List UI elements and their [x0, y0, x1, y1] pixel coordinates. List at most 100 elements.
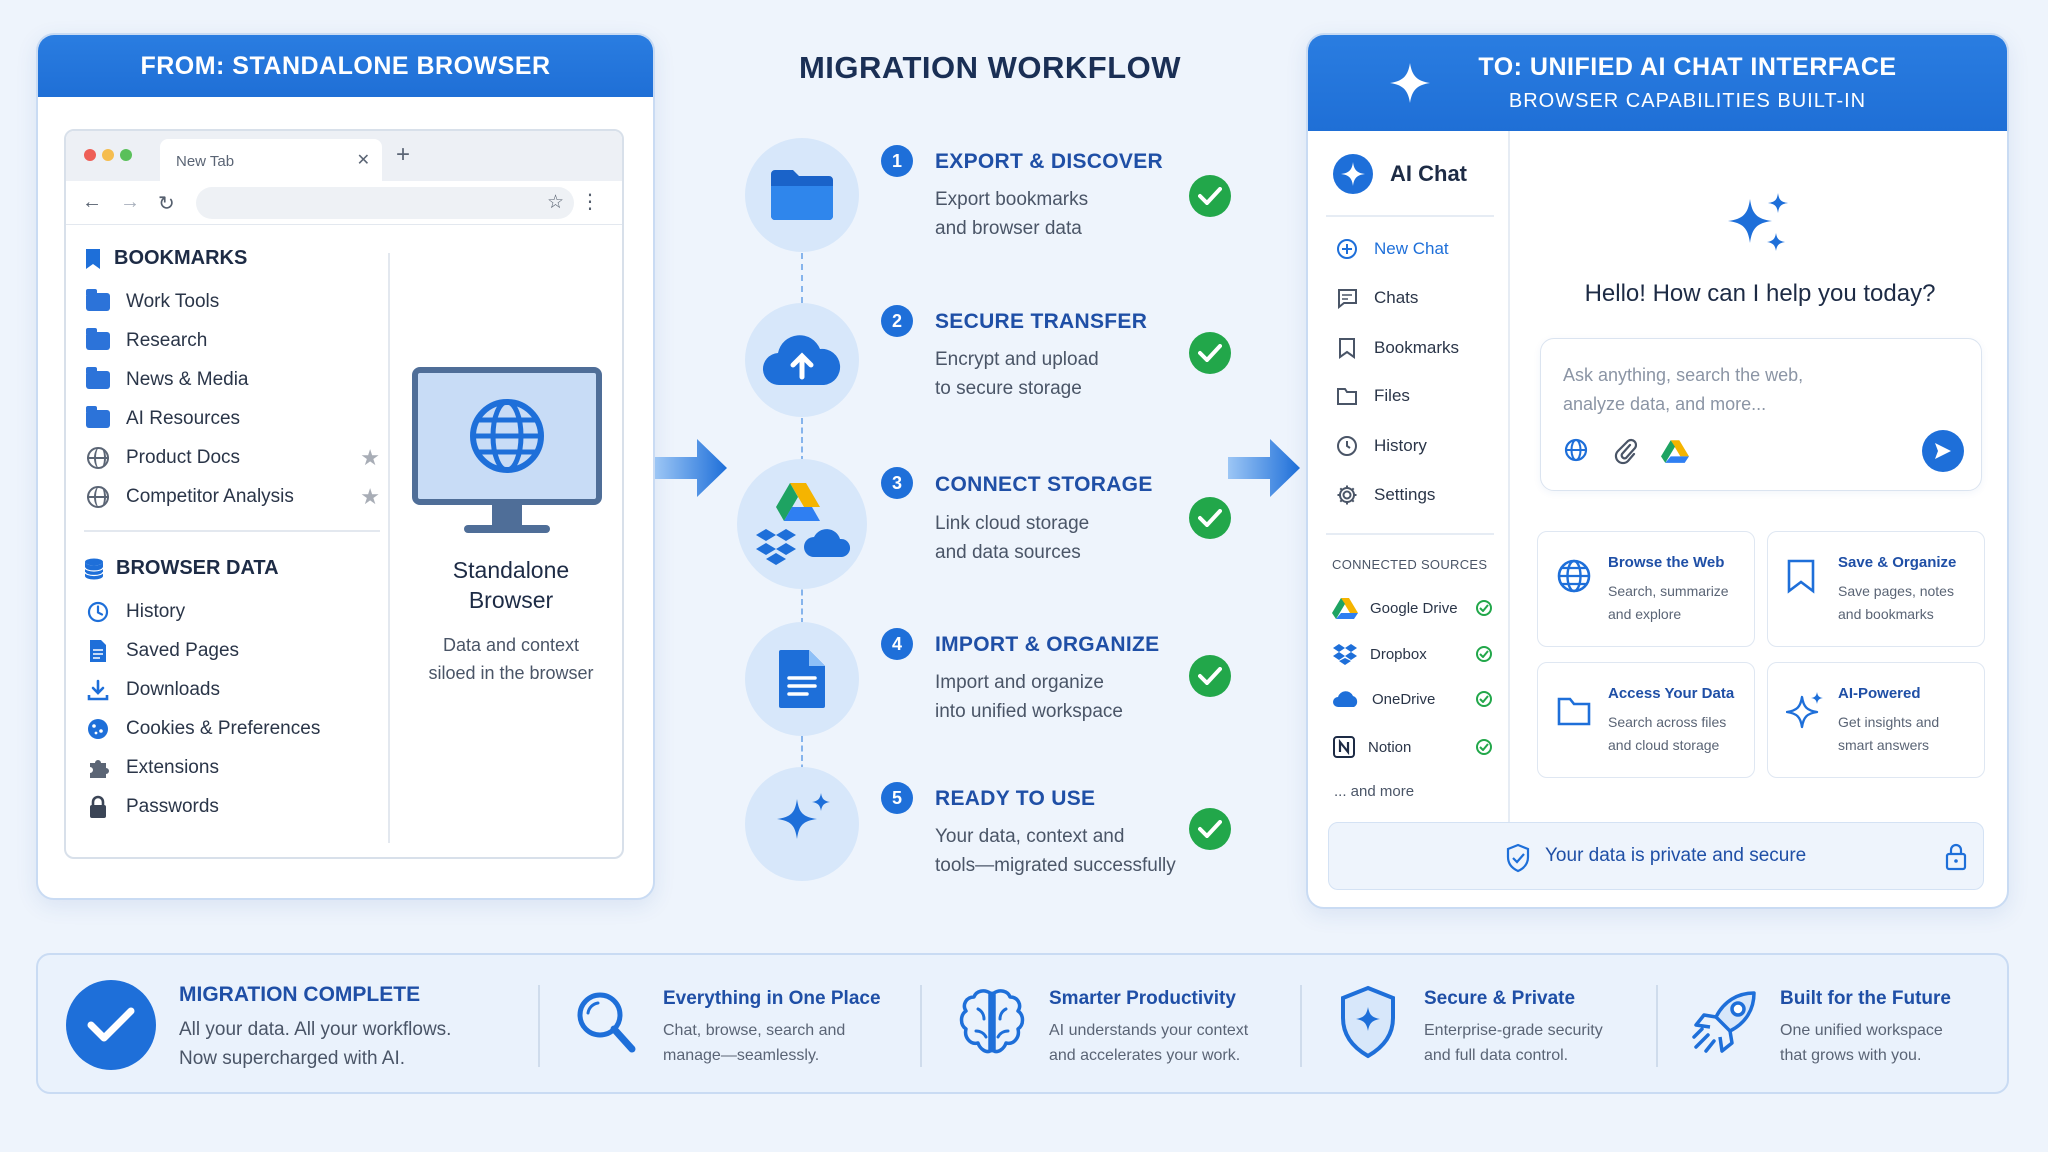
close-icon[interactable]: ✕	[356, 152, 370, 169]
check-icon	[1189, 497, 1231, 539]
cookie-icon	[88, 718, 108, 739]
sidebar-item-new-chat[interactable]: New Chat	[1336, 238, 1449, 260]
sidebar-item-history[interactable]: History	[1336, 435, 1427, 457]
source-dropbox[interactable]: Dropbox	[1332, 643, 1492, 665]
sources-more-link[interactable]: ... and more	[1334, 783, 1415, 800]
monitor-title-line: Browser	[468, 587, 554, 613]
bookmark-item-ai-resources[interactable]: AI Resources	[84, 399, 380, 438]
paperclip-icon[interactable]	[1613, 435, 1637, 465]
new-tab-icon[interactable]: +	[396, 141, 411, 168]
bookmark-label: Work Tools	[126, 290, 220, 312]
monitor-illustration	[412, 367, 602, 543]
feature-description: Search, summarize and explore	[1608, 580, 1748, 626]
star-icon[interactable]: ☆	[546, 192, 564, 213]
chat-input-placeholder[interactable]: Ask anything, search the web, analyze da…	[1563, 361, 1803, 419]
chat-icon	[1338, 289, 1357, 309]
bookmark-item-work-tools[interactable]: Work Tools	[84, 282, 380, 321]
feature-card-access-data[interactable]: Access Your Data Search across files and…	[1537, 662, 1755, 778]
forward-icon[interactable]: →	[120, 191, 140, 213]
close-window-dot[interactable]	[84, 149, 96, 161]
step-3-circle	[737, 459, 867, 589]
complete-desc-line: Now supercharged with AI.	[179, 1048, 406, 1069]
browser-data-section: BROWSER DATA History Saved Pages Downloa…	[84, 557, 380, 826]
privacy-text: Your data is private and secure	[1545, 845, 1807, 866]
right-arrow-icon	[1228, 439, 1300, 497]
source-onedrive[interactable]: OneDrive	[1332, 689, 1492, 709]
data-item-saved-pages[interactable]: Saved Pages	[84, 631, 380, 670]
source-google-drive[interactable]: Google Drive	[1332, 597, 1492, 619]
document-icon	[90, 639, 106, 662]
benefit-desc-line: that grows with you.	[1780, 1047, 1922, 1064]
browser-tab[interactable]: New Tab ✕	[160, 139, 382, 181]
bookmark-item-news-media[interactable]: News & Media	[84, 360, 380, 399]
bookmark-item-competitor-analysis[interactable]: Competitor Analysis ★	[84, 477, 380, 516]
step-4-title: IMPORT & ORGANIZE	[935, 633, 1160, 656]
sidebar-label: Chats	[1374, 288, 1419, 307]
sidebar-item-files[interactable]: Files	[1336, 386, 1410, 406]
step-5-circle	[745, 767, 859, 881]
app-name: AI Chat	[1390, 161, 1467, 186]
feature-card-save[interactable]: Save & Organize Save pages, notes and bo…	[1767, 531, 1985, 647]
banner-divider	[1656, 985, 1658, 1067]
step-5-number: 5	[881, 782, 913, 814]
bookmark-item-product-docs[interactable]: Product Docs ★	[84, 438, 380, 477]
browser-divider	[388, 253, 390, 843]
chat-input-box[interactable]: Ask anything, search the web, analyze da…	[1540, 338, 1982, 491]
reload-icon[interactable]: ↻	[158, 193, 175, 215]
source-notion[interactable]: Notion	[1332, 735, 1492, 759]
sidebar-label: Bookmarks	[1374, 338, 1460, 357]
benefit-title: Smarter Productivity	[1049, 988, 1236, 1009]
star-icon[interactable]: ★	[360, 444, 380, 470]
back-icon[interactable]: ←	[82, 191, 102, 213]
connected-check-icon	[1476, 739, 1492, 755]
browser-data-list: History Saved Pages Downloads Cookies & …	[84, 592, 380, 826]
sidebar-divider	[1326, 215, 1494, 217]
google-drive-icon[interactable]	[1661, 439, 1689, 463]
complete-description: All your data. All your workflows. Now s…	[179, 1015, 451, 1073]
feature-title: AI-Powered	[1838, 685, 1921, 702]
data-item-downloads[interactable]: Downloads	[84, 670, 380, 709]
step-desc-line: Import and organize	[935, 672, 1104, 693]
feature-desc-line: Get insights and	[1838, 714, 1940, 730]
menu-icon[interactable]: ⋮	[580, 191, 600, 213]
data-item-passwords[interactable]: Passwords	[84, 787, 380, 826]
feature-description: Get insights and smart answers	[1838, 711, 1978, 757]
send-button[interactable]	[1922, 430, 1964, 472]
sidebar-item-chats[interactable]: Chats	[1336, 287, 1418, 309]
feature-card-ai-powered[interactable]: AI-Powered Get insights and smart answer…	[1767, 662, 1985, 778]
connected-check-icon	[1476, 691, 1492, 707]
data-item-cookies[interactable]: Cookies & Preferences	[84, 709, 380, 748]
step-desc-line: to secure storage	[935, 378, 1082, 399]
sidebar-item-settings[interactable]: Settings	[1336, 484, 1435, 506]
data-item-extensions[interactable]: Extensions	[84, 748, 380, 787]
step-desc-line: Your data, context and	[935, 826, 1125, 847]
step-4-description: Import and organize into unified workspa…	[935, 668, 1205, 726]
star-icon[interactable]: ★	[360, 483, 380, 509]
minimize-window-dot[interactable]	[102, 149, 114, 161]
database-icon	[84, 558, 104, 579]
feature-desc-line: and cloud storage	[1608, 737, 1720, 753]
feature-card-browse[interactable]: Browse the Web Search, summarize and exp…	[1537, 531, 1755, 647]
step-desc-line: tools—migrated successfully	[935, 855, 1176, 876]
monitor-title-line: Standalone	[452, 557, 570, 583]
folder-icon	[771, 170, 833, 220]
step-4-number: 4	[881, 628, 913, 660]
brain-icon	[959, 989, 1025, 1054]
address-bar[interactable]: ☆	[196, 187, 574, 219]
bookmarks-section: BOOKMARKS Work Tools Research News & Med…	[84, 247, 380, 532]
connected-check-icon	[1476, 600, 1492, 616]
benefit-title: Everything in One Place	[663, 988, 881, 1009]
globe-icon[interactable]	[1563, 437, 1589, 463]
browser-data-title: BROWSER DATA	[116, 557, 279, 579]
app-brand: AI Chat	[1332, 153, 1467, 195]
step-connector	[801, 418, 803, 462]
step-desc-line: Encrypt and upload	[935, 349, 1099, 370]
data-item-history[interactable]: History	[84, 592, 380, 631]
complete-check-icon	[66, 980, 156, 1070]
lock-icon	[1945, 843, 1967, 871]
benefit-desc-line: Enterprise-grade security	[1424, 1022, 1603, 1039]
maximize-window-dot[interactable]	[120, 149, 132, 161]
bookmark-item-research[interactable]: Research	[84, 321, 380, 360]
sidebar-item-bookmarks[interactable]: Bookmarks	[1336, 337, 1459, 359]
step-2-circle	[745, 303, 859, 417]
